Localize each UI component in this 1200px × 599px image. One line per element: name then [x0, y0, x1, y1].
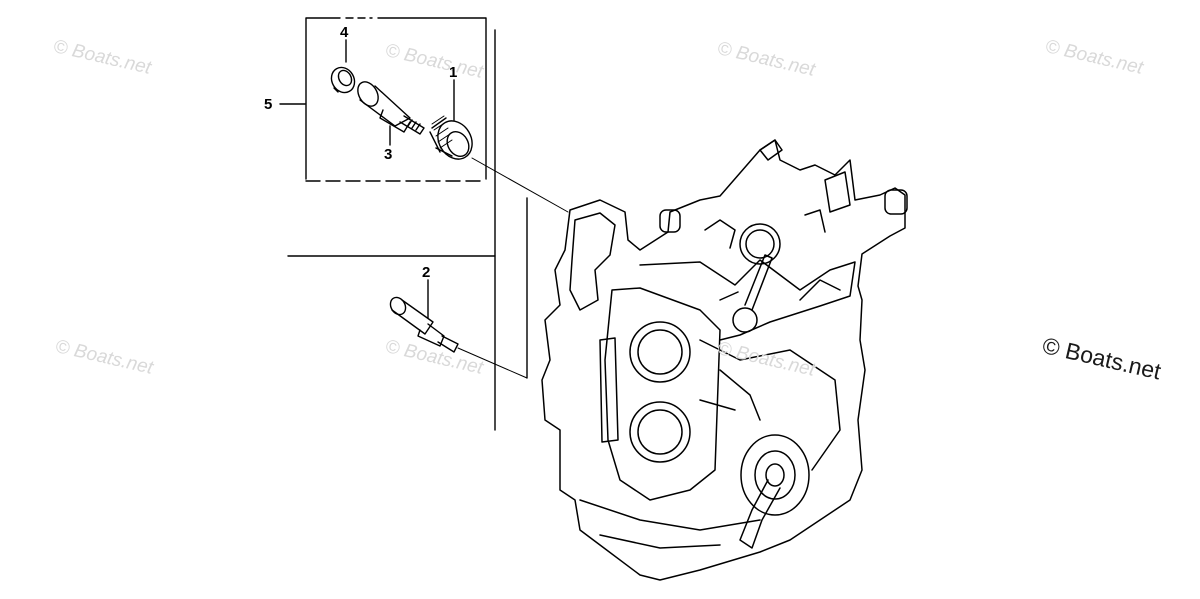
gear-part	[429, 79, 473, 160]
callout-4: 4	[340, 24, 349, 41]
bracket-lines	[287, 29, 528, 431]
seal-ring-part	[330, 39, 356, 94]
callout-1: 1	[449, 64, 458, 81]
callout-2: 2	[422, 264, 431, 281]
engine-block	[541, 139, 908, 581]
callout-3: 3	[384, 146, 393, 163]
shaft-part	[357, 81, 425, 146]
leader-lines	[457, 157, 569, 379]
pin-part	[389, 279, 459, 353]
callout-5: 5	[264, 96, 273, 113]
assembly-box	[279, 17, 488, 183]
